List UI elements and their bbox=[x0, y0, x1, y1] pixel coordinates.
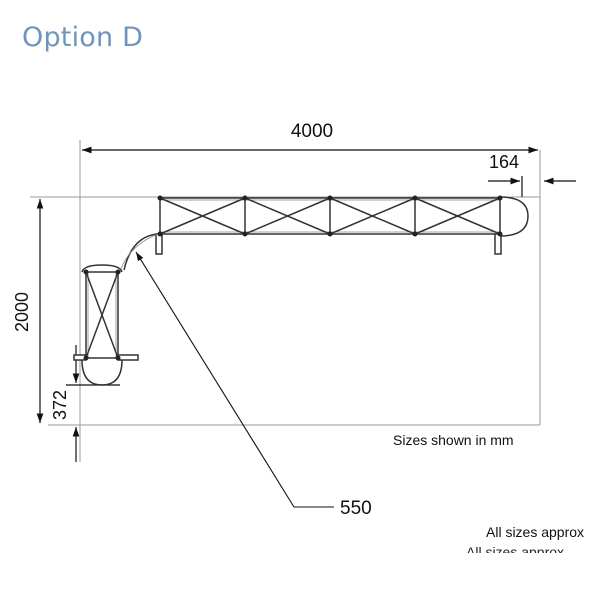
radius-dimension-label: 550 bbox=[340, 498, 372, 519]
offset-dimension-label: 372 bbox=[50, 390, 70, 420]
end-cap-dimension-label: 164 bbox=[489, 152, 519, 172]
units-note: Sizes shown in mm bbox=[393, 432, 514, 448]
approx-note-ghost-clip: All sizes approx bbox=[466, 544, 564, 560]
top-truss-joints bbox=[157, 195, 503, 237]
offset-dimension-line bbox=[66, 345, 120, 462]
corner-curve bbox=[119, 233, 159, 273]
height-dimension-label: 2000 bbox=[12, 292, 32, 332]
end-cap-dimension-line bbox=[488, 176, 576, 197]
approx-note-ghost: All sizes approx bbox=[466, 544, 564, 560]
approx-note: All sizes approx bbox=[486, 524, 584, 540]
top-truss bbox=[155, 196, 529, 255]
side-truss-joints bbox=[83, 269, 121, 361]
floor-outline bbox=[30, 140, 541, 462]
radius-leader-line bbox=[135, 251, 334, 508]
side-truss bbox=[73, 264, 139, 386]
page-title: Option D bbox=[22, 22, 144, 53]
width-dimension-label: 4000 bbox=[291, 121, 333, 142]
